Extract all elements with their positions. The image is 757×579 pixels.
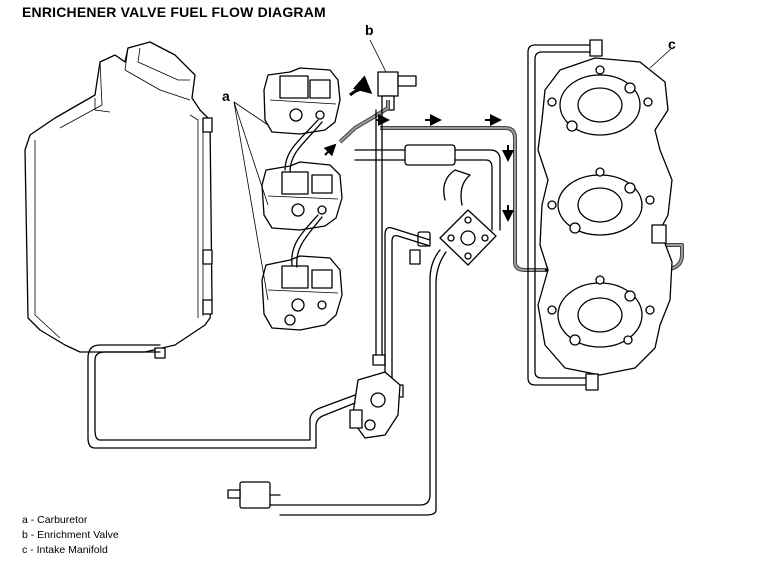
intake-manifold (527, 39, 673, 391)
fuel-pump (417, 169, 497, 266)
fuel-filter (354, 144, 501, 231)
fuel-regulator (87, 344, 401, 449)
callout-b: b (365, 22, 374, 38)
fuel-tank (24, 41, 213, 359)
carb-hose-2b (296, 216, 323, 268)
legend-item-enrichment-valve: b - Enrichment Valve (22, 529, 119, 541)
carburetor-top (263, 67, 341, 135)
carburetor-middle (261, 161, 343, 231)
legend: a - Carburetor b - Enrichment Valve c - … (22, 513, 119, 558)
fuel-flow-path (338, 100, 684, 272)
legend-item-intake-manifold: c - Intake Manifold (22, 544, 108, 556)
callout-a: a (222, 88, 230, 104)
legend-item-carburetor: a - Carburetor (22, 514, 88, 526)
carb-hose-1b (289, 121, 323, 173)
carb-hose-2 (291, 214, 319, 266)
enrichment-valve (369, 39, 417, 111)
callout-c: c (668, 36, 676, 52)
carb-hose-1 (284, 119, 319, 171)
inlet-fitting (227, 481, 281, 509)
carburetor-bottom (261, 255, 343, 331)
callout-a-leaders (233, 101, 269, 301)
diagram-title: ENRICHENER VALVE FUEL FLOW DIAGRAM (22, 4, 326, 20)
